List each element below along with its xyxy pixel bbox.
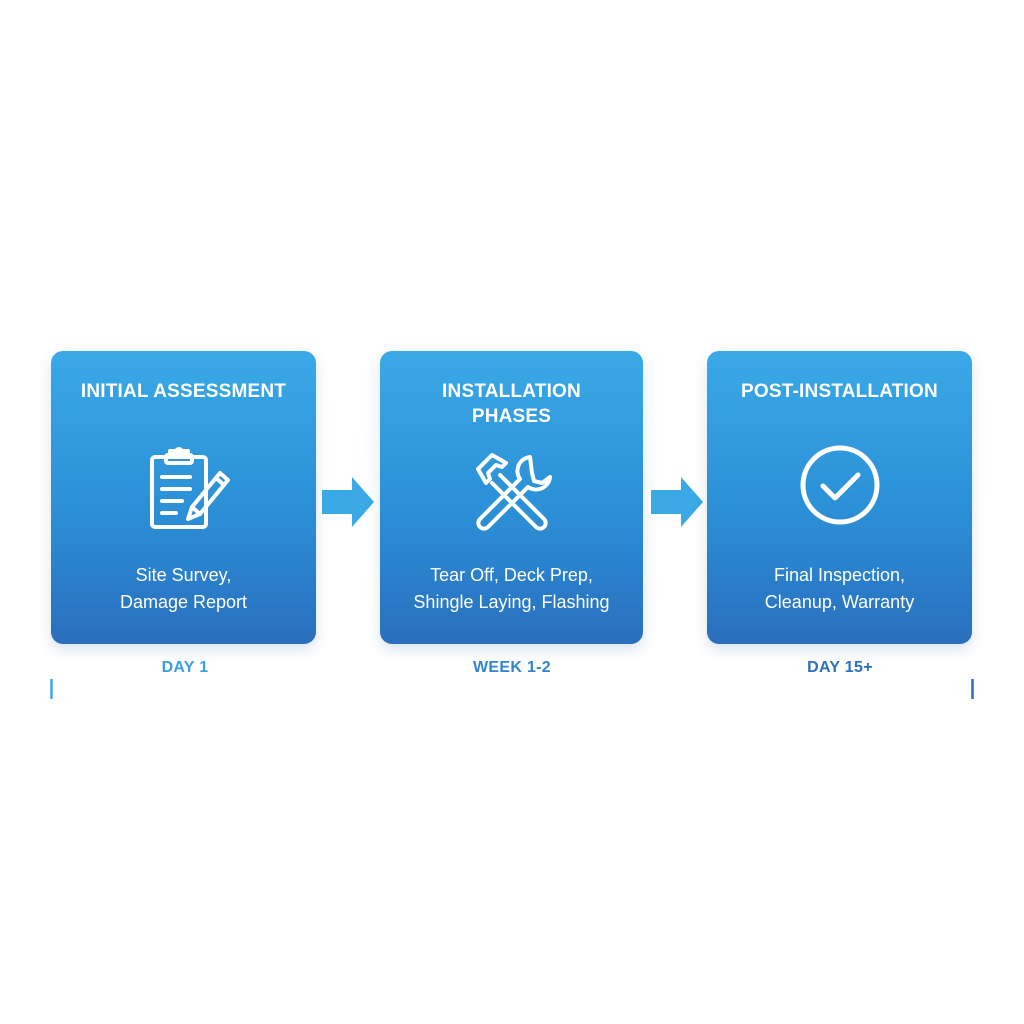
checkmark-circle-icon	[800, 445, 879, 525]
clipboard-pencil-icon	[149, 447, 230, 529]
stage-description-line: Damage Report	[119, 592, 248, 612]
stage-description: Final Inspection, Cleanup, Warranty	[707, 562, 972, 616]
stage-description-line: Final Inspection,	[773, 565, 906, 585]
stage-description-line: Cleanup, Warranty	[764, 592, 915, 612]
arrow-right-icon	[651, 477, 703, 527]
stage-card-installation-phases: INSTALLATION PHASES Tear Off, Deck Prep,…	[380, 351, 643, 644]
hammer-wrench-icon	[475, 453, 552, 531]
timeline-label-day-15: DAY 15+	[807, 659, 873, 676]
timeline-label-week-1-2: WEEK 1-2	[473, 659, 551, 676]
stage-card-post-installation: POST-INSTALLATION Final Inspection, Clea…	[707, 351, 972, 644]
arrow-right-icon	[322, 477, 374, 527]
stage-description-line: Tear Off, Deck Prep,	[430, 565, 593, 585]
stage-title: INITIAL ASSESSMENT	[80, 381, 287, 402]
stage-card-initial-assessment: INITIAL ASSESSMENT Site Survey, Damage R…	[51, 351, 316, 644]
stage-description-line: Site Survey,	[135, 565, 232, 585]
stage-description: Site Survey, Damage Report	[51, 562, 316, 616]
stage-title: POST-INSTALLATION	[741, 381, 938, 402]
timeline-axis	[50, 679, 974, 699]
stage-description: Tear Off, Deck Prep, Shingle Laying, Fla…	[380, 562, 643, 616]
stage-description-line: Shingle Laying, Flashing	[413, 592, 610, 612]
stage-title: INSTALLATION PHASES	[442, 381, 581, 427]
timeline-label-day-1: DAY 1	[161, 659, 209, 676]
